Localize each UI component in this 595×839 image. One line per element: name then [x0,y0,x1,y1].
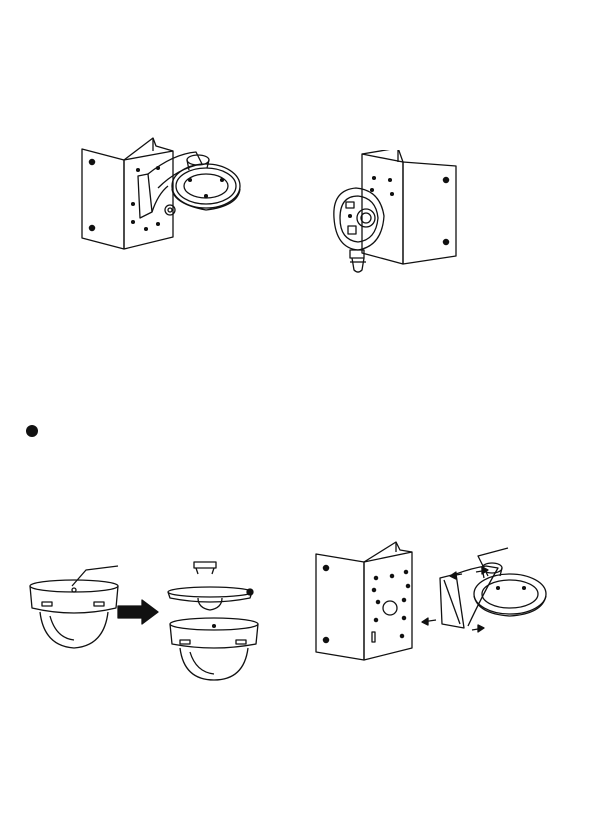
dome-camera-disassembly [22,556,277,682]
corner-bracket-dome-illustration [78,134,253,256]
corner-bracket-wall-arm-assembly [312,532,552,662]
filled-circle-bullet [26,425,38,437]
corner-bracket-junction-box-illustration [328,150,460,283]
corner-bracket-arm-illustration [312,532,552,662]
corner-mount-with-dome-base [78,134,253,256]
dome-disassembly-illustration [22,556,277,682]
corner-mount-with-junction-box [328,150,460,283]
